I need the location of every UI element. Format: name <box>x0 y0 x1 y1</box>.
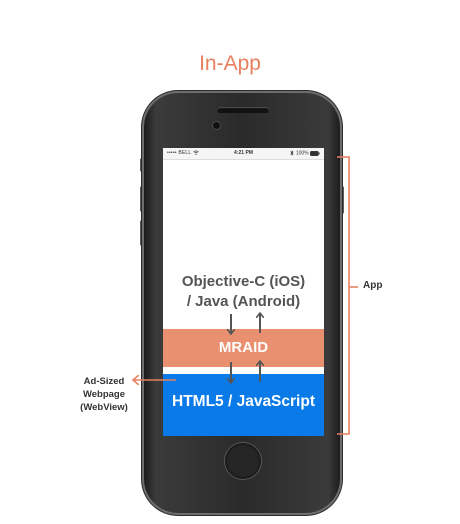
app-bracket <box>337 156 350 435</box>
adsized-webpage-label: Ad-Sized Webpage (WebView) <box>64 375 144 414</box>
mraid-label: MRAID <box>218 339 269 356</box>
page-title: In-App <box>199 52 261 75</box>
carrier-label: ••••• BELL <box>167 150 199 156</box>
clock-time: 4:21 PM <box>234 150 253 156</box>
native-layer-label: Objective-C (iOS) / Java (Android) <box>163 272 324 312</box>
speaker-grille <box>217 107 269 113</box>
native-layer-line2: / Java (Android) <box>186 293 301 310</box>
battery-status: 100% <box>290 150 320 156</box>
webview-layer <box>163 374 324 436</box>
app-label: App <box>363 280 383 291</box>
native-layer-line1: Objective-C (iOS) <box>181 273 306 290</box>
power-button <box>340 186 344 214</box>
webview-label: HTML5 / JavaScript <box>172 393 315 410</box>
home-button <box>225 443 261 479</box>
mute-switch <box>140 158 144 172</box>
wifi-icon <box>193 150 199 155</box>
bluetooth-icon <box>290 150 294 156</box>
front-camera <box>213 122 220 129</box>
volume-up-button <box>140 186 144 212</box>
mraid-layer <box>163 329 324 367</box>
adsized-line1: Ad-Sized <box>83 376 125 387</box>
status-bar: ••••• BELL 4:21 PM 100% <box>163 148 324 160</box>
adsized-line3: (WebView) <box>80 402 128 413</box>
adsized-line2: Webpage <box>82 389 126 400</box>
volume-down-button <box>140 220 144 246</box>
phone-screen: ••••• BELL 4:21 PM 100% Objective-C (iOS… <box>163 148 324 436</box>
battery-icon <box>310 150 320 156</box>
